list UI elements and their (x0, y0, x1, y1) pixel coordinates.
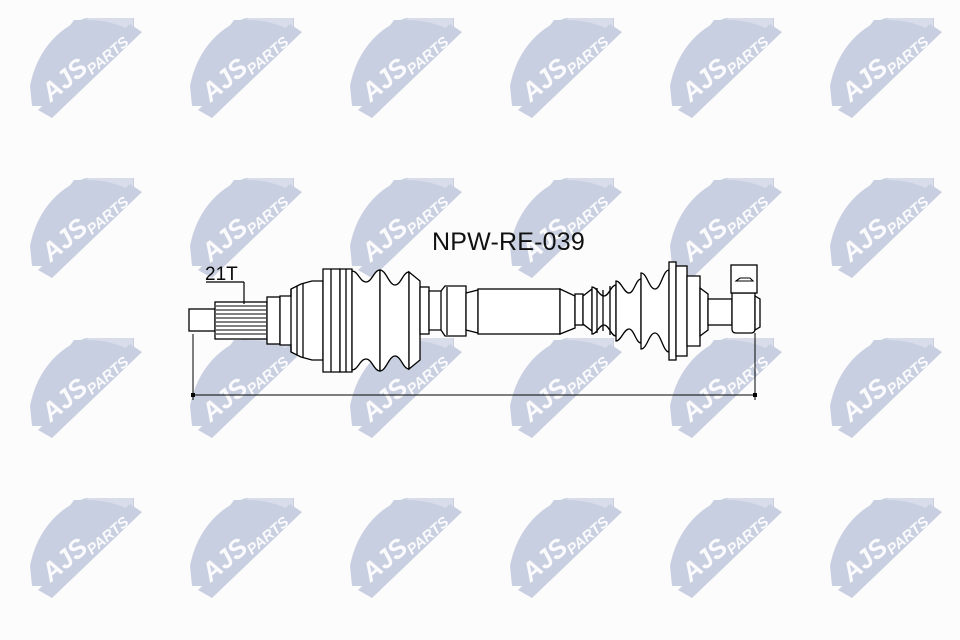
intermediate-shaft-tube (465, 287, 584, 335)
outer-boot-bellows (582, 269, 670, 353)
outer-stub-shaft (707, 298, 733, 326)
spline-count-leader-line (206, 281, 245, 304)
outer-stub-flange (730, 264, 761, 334)
inner-boot-bellows (322, 268, 430, 373)
inner-cv-joint-housing (279, 280, 324, 361)
overall-length-dimension (191, 333, 757, 400)
inner-shaft-collar (428, 285, 467, 337)
outer-cv-joint-housing (668, 261, 709, 361)
inner-spline-stub (188, 296, 281, 345)
